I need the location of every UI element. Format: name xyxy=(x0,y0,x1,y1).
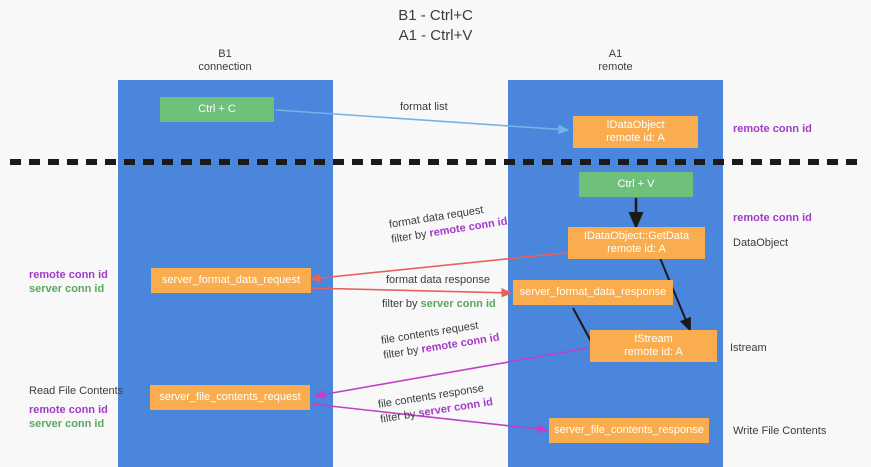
column-header-b1: B1 connection xyxy=(140,48,310,74)
box-ctrl-v[interactable]: Ctrl + V xyxy=(579,172,693,197)
box-ctrl-c-label: Ctrl + C xyxy=(198,103,236,115)
box-server-format-data-request-label: server_format_data_request xyxy=(161,274,301,286)
column-header-a1-sub: remote xyxy=(598,61,633,73)
server-conn-id-text-2: server conn id xyxy=(420,298,496,310)
box-istream-line1: IStream xyxy=(634,333,673,345)
edge-label-file-contents-response-group: file contents response filter by server … xyxy=(377,380,494,425)
box-ctrl-c[interactable]: Ctrl + C xyxy=(160,97,274,122)
box-ctrl-v-label: Ctrl + V xyxy=(617,178,655,190)
diagram-title: B1 - Ctrl+C A1 - Ctrl+V xyxy=(0,6,871,46)
left-remote-conn-id-2-text: remote conn id xyxy=(29,404,108,416)
left-remote-conn-id-1-text: remote conn id xyxy=(29,269,108,281)
box-server-file-contents-request-label: server_file_contents_request xyxy=(159,391,301,403)
column-header-b1-sub: connection xyxy=(198,61,252,73)
box-idataobject-line2: remote id: A xyxy=(606,132,665,144)
box-server-file-contents-response-label: server_file_contents_response xyxy=(554,424,704,436)
box-server-format-data-response[interactable]: server_format_data_response xyxy=(513,280,673,305)
edge-label-format-data-request-group: format data request filter by remote con… xyxy=(388,200,508,246)
box-getdata-line1: IDataObject::GetData xyxy=(583,230,690,242)
left-label-remote-conn-id-2: remote conn id xyxy=(29,403,108,417)
left-server-conn-id-1-text: server conn id xyxy=(29,283,105,295)
title-line-1: B1 - Ctrl+C xyxy=(398,7,473,24)
edge-label-format-list: format list xyxy=(400,101,448,113)
edge-label-format-data-response: format data response xyxy=(386,274,490,286)
left-label-server-conn-id-1: server conn id xyxy=(29,282,104,296)
column-header-a1: A1 remote xyxy=(538,48,693,74)
side-label-write-file-contents: Write File Contents xyxy=(733,425,827,437)
box-server-format-data-response-label: server_format_data_response xyxy=(519,286,667,298)
left-server-conn-id-2-text: server conn id xyxy=(29,418,105,430)
left-label-server-conn-id-2: server conn id xyxy=(29,417,104,431)
side-label-remote-conn-id-top: remote conn id xyxy=(733,123,812,135)
box-idataobject-line1: IDataObject xyxy=(606,119,665,131)
edge-label-file-contents-request-group: file contents request filter by remote c… xyxy=(380,316,500,362)
edge-label-format-data-response-filter: filter by server conn id xyxy=(382,298,496,310)
title-line-2: A1 - Ctrl+V xyxy=(398,27,473,44)
arrow-format-data-response xyxy=(307,287,513,298)
left-label-remote-conn-id-1: remote conn id xyxy=(29,268,108,282)
column-header-b1-name: B1 xyxy=(218,48,232,60)
side-label-dataobject: DataObject xyxy=(733,237,789,249)
box-idataobject[interactable]: IDataObject remote id: A xyxy=(573,116,698,148)
filter-by-text-2: filter by xyxy=(382,298,418,310)
box-istream[interactable]: IStream remote id: A xyxy=(590,330,717,362)
side-label-istream: Istream xyxy=(730,342,767,354)
left-label-read-file-contents: Read File Contents xyxy=(29,385,124,397)
column-header-a1-name: A1 xyxy=(608,48,623,60)
box-istream-line2: remote id: A xyxy=(624,346,683,358)
box-server-file-contents-request[interactable]: server_file_contents_request xyxy=(150,385,310,410)
box-server-file-contents-response[interactable]: server_file_contents_response xyxy=(549,418,709,443)
box-getdata-line2: remote id: A xyxy=(607,243,666,255)
side-label-remote-conn-id-mid: remote conn id xyxy=(733,212,812,224)
box-server-format-data-request[interactable]: server_format_data_request xyxy=(151,268,311,293)
box-getdata[interactable]: IDataObject::GetData remote id: A xyxy=(568,227,705,259)
